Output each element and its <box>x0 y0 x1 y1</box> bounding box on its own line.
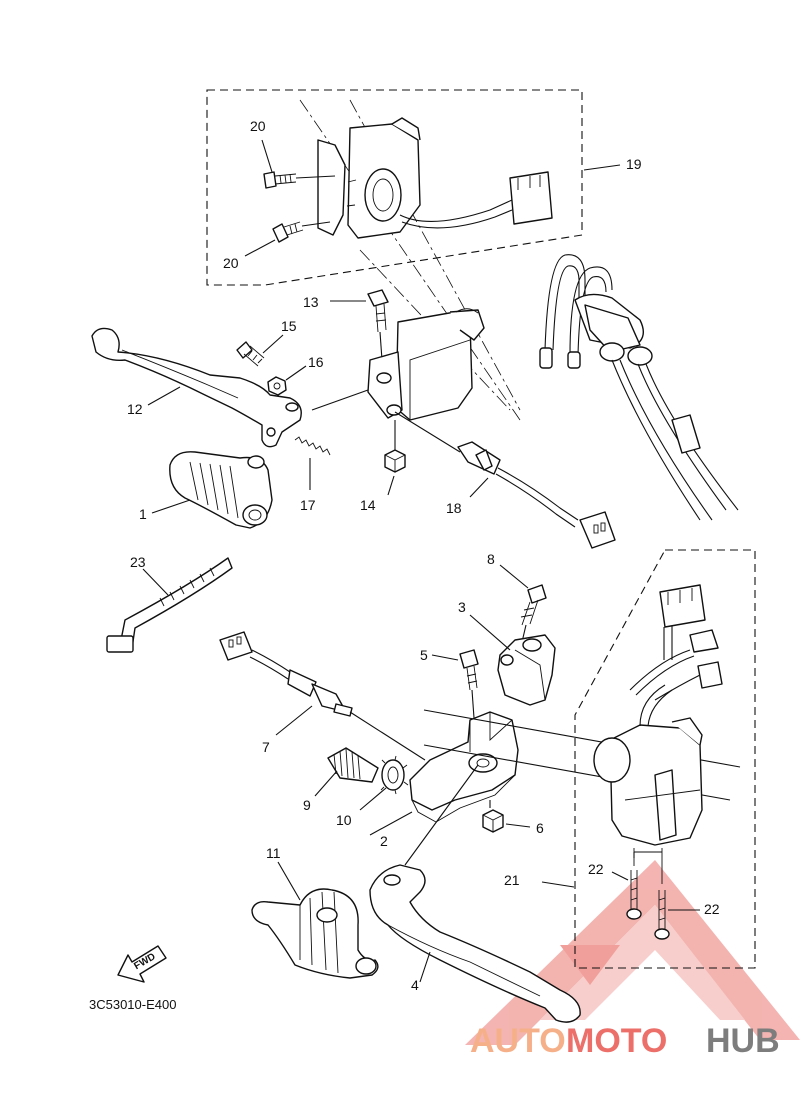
switch-group-outline <box>206 89 583 286</box>
part-7-clutch-switch <box>219 631 426 761</box>
part-20-screw-lower <box>272 221 331 243</box>
part-4-clutch-lever <box>369 864 581 1023</box>
fwd-arrow-icon <box>117 945 167 983</box>
callout-20-upper: 20 <box>250 118 266 134</box>
switch-group-outline-right <box>574 549 756 969</box>
callout-labels: 20 20 19 13 15 16 12 17 14 18 1 23 8 3 5… <box>127 118 720 993</box>
watermark-word-auto: AUTO <box>470 1022 566 1060</box>
part-5-bolt <box>459 649 479 719</box>
part-14-nut <box>384 449 406 473</box>
part-16-nut <box>267 376 287 396</box>
callout-23: 23 <box>130 554 146 570</box>
callout-17: 17 <box>300 497 316 513</box>
callout-1: 1 <box>139 506 147 522</box>
callout-19: 19 <box>626 156 642 172</box>
callout-16: 16 <box>308 354 324 370</box>
callout-22-left: 22 <box>588 861 604 877</box>
brake-master-cylinder <box>367 308 485 421</box>
callout-21: 21 <box>504 872 520 888</box>
part-8-bolt <box>520 584 547 643</box>
callout-7: 7 <box>262 739 270 755</box>
callout-2: 2 <box>380 833 388 849</box>
part-6-nut <box>482 809 504 833</box>
watermark-text: AUTO MOTO HUB <box>470 1022 780 1060</box>
callout-9: 9 <box>303 797 311 813</box>
callout-8: 8 <box>487 551 495 567</box>
watermark-word-hub: HUB <box>706 1022 780 1060</box>
part-2-clutch-lever-holder <box>409 711 519 823</box>
diagram-code: 3C53010-E400 <box>89 997 176 1012</box>
callout-13: 13 <box>303 294 319 310</box>
watermark-word-moto: MOTO <box>566 1022 667 1060</box>
part-21-handlebar-switch <box>593 584 723 846</box>
part-3-lever-holder-clamp <box>497 634 556 706</box>
part-17-spring <box>294 436 331 456</box>
callout-14: 14 <box>360 497 376 513</box>
part-10-locknut <box>380 755 409 795</box>
callout-12: 12 <box>127 401 143 417</box>
part-11-lever-cover <box>251 888 379 979</box>
part-20-screw-upper <box>263 171 336 189</box>
callout-10: 10 <box>336 812 352 828</box>
part-1-lever-cover <box>169 451 273 529</box>
part-22-screw-right <box>654 848 670 940</box>
part-13-bolt <box>367 289 389 361</box>
part-15-pivot-bolt <box>236 341 265 367</box>
callout-22-right: 22 <box>704 901 720 917</box>
callout-3: 3 <box>458 599 466 615</box>
part-23-cable-band <box>106 557 233 653</box>
part-18-front-brake-switch <box>394 411 616 549</box>
part-9-adjuster <box>327 747 379 783</box>
part-19-handlebar-switch <box>317 117 553 239</box>
callout-15: 15 <box>281 318 297 334</box>
callout-4: 4 <box>411 977 419 993</box>
callout-5: 5 <box>420 647 428 663</box>
part-22-screw-left <box>626 848 642 920</box>
callout-6: 6 <box>536 820 544 836</box>
callout-18: 18 <box>446 500 462 516</box>
part-12-brake-lever <box>91 327 302 448</box>
callout-20-lower: 20 <box>223 255 239 271</box>
callout-11: 11 <box>266 845 281 861</box>
clutch-cables <box>539 254 739 521</box>
